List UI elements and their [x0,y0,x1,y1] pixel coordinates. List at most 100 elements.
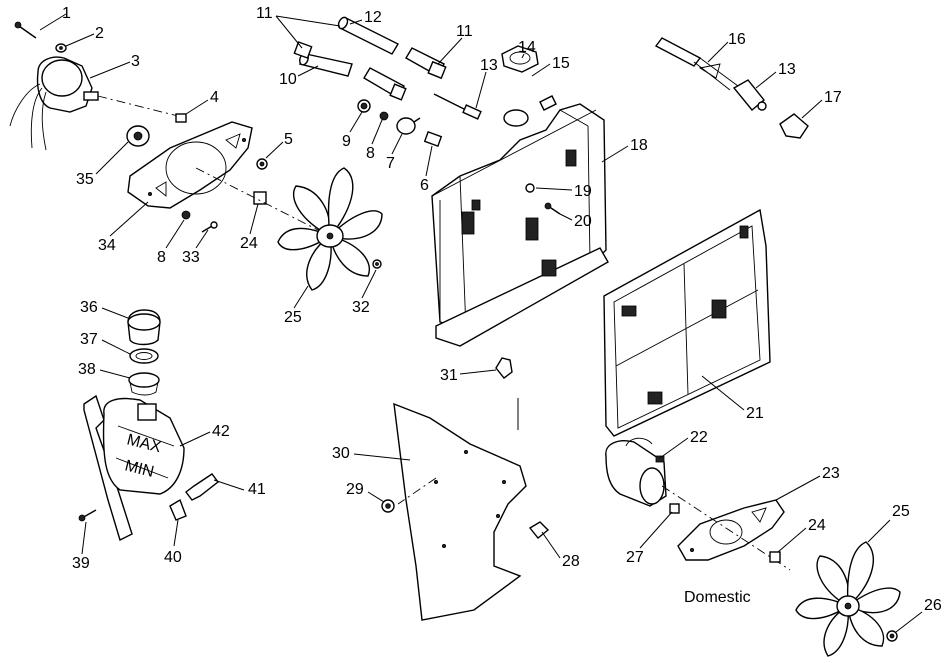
part-nut-5 [256,158,268,170]
callout-13-right: 13 [755,61,796,89]
callout-2: 2 [65,25,104,47]
callout-41: 41 [213,479,266,498]
part-grommet-28 [528,521,550,539]
svg-text:24: 24 [808,517,826,534]
part-shroud-21 [603,208,771,437]
part-nut-8-mid [379,111,389,121]
svg-text:12: 12 [364,9,382,26]
svg-text:8: 8 [366,145,375,162]
part-screw-20 [544,202,561,215]
bottle-label-min: MIN [123,457,156,481]
svg-text:25: 25 [284,309,302,326]
callout-1: 1 [39,5,71,31]
svg-text:13: 13 [778,61,796,78]
callout-7: 7 [386,133,403,172]
part-plate-30 [393,402,527,621]
callout-15: 15 [531,55,570,77]
svg-text:41: 41 [248,481,266,498]
callout-25-upper: 25 [284,285,309,326]
svg-text:20: 20 [574,213,592,230]
callout-35: 35 [76,141,129,188]
part-ring-38 [128,372,160,396]
svg-text:36: 36 [80,299,98,316]
callout-30: 30 [332,445,411,462]
part-washer-19 [525,183,535,193]
callout-42: 42 [179,423,230,447]
callout-5: 5 [265,131,293,159]
part-nut-32 [372,259,382,269]
part-harness-16 [654,37,739,91]
svg-text:38: 38 [78,361,96,378]
part-fitting-7 [396,117,421,135]
callout-24-lower: 24 [777,517,826,553]
part-fitting-6 [423,131,443,147]
callout-12: 12 [349,9,382,26]
callout-37: 37 [80,331,131,355]
part-hose-mid [363,67,407,101]
part-fan-motor-22 [605,437,667,507]
part-fitting-40 [169,498,187,521]
part-filler-neck-15 [503,95,557,127]
svg-text:16: 16 [728,31,746,48]
svg-text:8: 8 [157,249,166,266]
callout-26: 26 [895,597,942,633]
callout-8-left: 8 [157,219,185,266]
svg-text:14: 14 [518,39,536,56]
callout-16: 16 [707,31,746,63]
part-coolant-bottle-42: MAX MIN [83,394,185,541]
part-grommet-31 [495,357,513,379]
svg-text:25: 25 [892,503,910,520]
callout-40: 40 [164,519,182,566]
part-clamp-11-left [293,41,313,59]
part-spacer-4 [175,113,187,123]
callout-3: 3 [89,53,140,79]
part-hub-35 [126,125,150,147]
callout-27: 27 [626,511,673,566]
callout-29: 29 [346,481,385,503]
svg-text:23: 23 [822,465,840,482]
svg-text:1: 1 [62,5,71,22]
callout-33: 33 [182,229,209,266]
callout-6: 6 [420,145,433,194]
part-spacer-27 [669,503,680,514]
callout-36: 36 [80,299,129,319]
svg-text:29: 29 [346,481,364,498]
part-nut-29 [381,499,395,513]
part-cap-17 [779,113,809,139]
part-bracket-23 [677,499,785,561]
callout-22: 22 [659,429,708,459]
part-nut-8-left [181,210,191,220]
part-sensor-13-right [732,79,767,111]
callout-34: 34 [98,201,149,254]
part-screw-39 [78,509,97,522]
part-radiator-18 [431,103,609,347]
svg-text:13: 13 [480,57,498,74]
callout-31: 31 [440,367,497,384]
callout-25-lower: 25 [867,503,910,543]
callout-20: 20 [559,213,592,230]
callout-18: 18 [601,137,648,163]
callout-4: 4 [185,89,219,115]
part-hose-12 [337,16,399,55]
callout-13-mid: 13 [475,57,498,109]
svg-text:2: 2 [95,25,104,42]
svg-text:35: 35 [76,171,94,188]
callout-9: 9 [342,111,363,150]
svg-text:26: 26 [924,597,942,614]
svg-text:37: 37 [80,331,98,348]
svg-text:11: 11 [256,5,273,22]
domestic-caption: Domestic [684,589,751,606]
svg-text:21: 21 [746,405,764,422]
part-cap-36 [127,309,161,346]
part-seal-37 [129,348,159,364]
callout-39: 39 [72,521,90,572]
callout-11-right: 11 [437,23,473,65]
callout-10: 10 [279,65,319,88]
callout-24-upper: 24 [240,203,259,252]
svg-text:15: 15 [552,55,570,72]
part-cap-14 [501,45,539,73]
callout-14: 14 [518,39,536,59]
svg-text:3: 3 [131,53,140,70]
svg-text:6: 6 [420,177,429,194]
